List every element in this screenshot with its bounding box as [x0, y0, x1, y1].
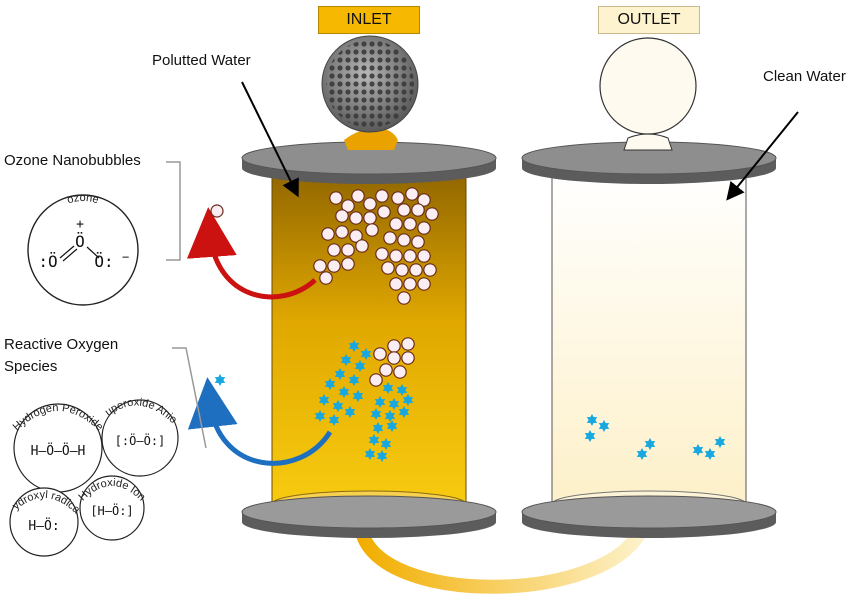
- left-bottom-plate: [241, 495, 497, 538]
- nanobubble: [377, 205, 391, 219]
- nanobubble: [417, 277, 431, 291]
- nanobubble: [403, 217, 417, 231]
- nanobubble: [341, 199, 355, 213]
- ozone-charge-minus: −: [122, 250, 129, 264]
- nanobubble: [417, 193, 431, 207]
- nanobubble: [417, 249, 431, 263]
- nanobubble: [423, 263, 437, 277]
- nanobubble: [409, 263, 423, 277]
- ozone-release-arrow: [186, 207, 317, 300]
- nanobubble: [403, 249, 417, 263]
- nanobubble: [319, 271, 333, 285]
- ros-label-line2: Species: [4, 358, 58, 375]
- nanobubble: [403, 277, 417, 291]
- ozone-left-atom: :Ö: [38, 252, 57, 271]
- outlet-diffuser: [599, 37, 697, 151]
- nanobubble: [417, 221, 431, 235]
- nanobubble: [397, 233, 411, 247]
- outlet-label: OUTLET: [598, 6, 700, 34]
- nanobubble: [393, 365, 407, 379]
- nanobubble: [411, 235, 425, 249]
- nanobubble: [313, 259, 327, 273]
- nanobubble: [405, 187, 419, 201]
- nanobubble: [327, 259, 341, 273]
- right-top-plate: [521, 141, 777, 184]
- hydroxide-ion-formula: [H–Ö:]: [90, 502, 133, 518]
- nanobubble: [425, 207, 439, 221]
- ozone-name: ozone: [66, 192, 100, 206]
- nanobubble: [349, 211, 363, 225]
- nanobubble: [389, 277, 403, 291]
- right-bottom-plate: [521, 495, 777, 538]
- connecting-tube: [355, 525, 647, 594]
- clean-water-pointer: [726, 111, 799, 201]
- superoxide-anion-formula: [:Ö–Ö:]: [115, 432, 166, 448]
- nanobubble: [389, 217, 403, 231]
- nanobubble: [383, 231, 397, 245]
- nanobubble: [349, 229, 363, 243]
- nanobubble: [365, 223, 379, 237]
- nanobubble: [329, 191, 343, 205]
- released-ros-star: [214, 374, 226, 386]
- clean-water-label: Clean Water: [763, 68, 846, 85]
- ros-release-arrow: [187, 377, 333, 466]
- ros-bracket: [172, 347, 207, 449]
- hydroxide-ion-molecule: Hydroxide Ion [H–Ö:]: [77, 475, 148, 541]
- ozone-nanobubbles: [313, 187, 439, 387]
- ozone-center-atom: Ö: [75, 232, 85, 251]
- ozone-right-atom: Ö:: [94, 252, 113, 271]
- hydroxyl-radical-formula: H–Ö:: [28, 517, 59, 534]
- nanobubble: [335, 209, 349, 223]
- nanobubble: [401, 337, 415, 351]
- nanobubble: [355, 239, 369, 253]
- ozone-molecule: ozone + Ö :Ö Ö: −: [27, 192, 139, 306]
- nanobubble: [373, 347, 387, 361]
- nanobubble: [397, 203, 411, 217]
- inlet-diffuser: [321, 35, 419, 150]
- nanobubble: [369, 373, 383, 387]
- inlet-label: INLET: [318, 6, 420, 34]
- ozone-nanobubbles-label: Ozone Nanobubbles: [4, 152, 141, 169]
- nanobubble: [363, 211, 377, 225]
- nanobubble: [389, 249, 403, 263]
- nanobubble: [375, 247, 389, 261]
- nanobubble: [379, 363, 393, 377]
- nanobubble: [351, 189, 365, 203]
- nanobubble: [395, 263, 409, 277]
- nanobubble: [401, 351, 415, 365]
- hydrogen-peroxide-molecule: Hydrogen Peroxide H–Ö–Ö–H: [11, 402, 105, 493]
- nanobubble: [381, 261, 395, 275]
- nanobubble: [375, 189, 389, 203]
- ros-label-line1: Reactive Oxygen: [4, 336, 119, 353]
- nanobubble: [363, 197, 377, 211]
- nanobubble: [411, 203, 425, 217]
- nanobubble: [341, 243, 355, 257]
- nanobubble: [335, 225, 349, 239]
- ozone-charge-plus: +: [76, 217, 84, 232]
- ozone-bracket: [166, 161, 181, 261]
- polluted-water-pointer: [241, 81, 299, 198]
- nanobubble: [321, 227, 335, 241]
- nanobubble: [327, 243, 341, 257]
- hydrogen-peroxide-formula: H–Ö–Ö–H: [31, 442, 86, 459]
- nanobubble: [387, 339, 401, 353]
- nanobubble: [341, 257, 355, 271]
- nanobubble: [397, 291, 411, 305]
- left-top-plate: [241, 141, 497, 184]
- nanobubble: [387, 351, 401, 365]
- released-bubble: [210, 204, 224, 218]
- nanobubble: [391, 191, 405, 205]
- clean-water-column: [551, 167, 747, 518]
- polluted-water-label: Polutted Water: [152, 52, 251, 69]
